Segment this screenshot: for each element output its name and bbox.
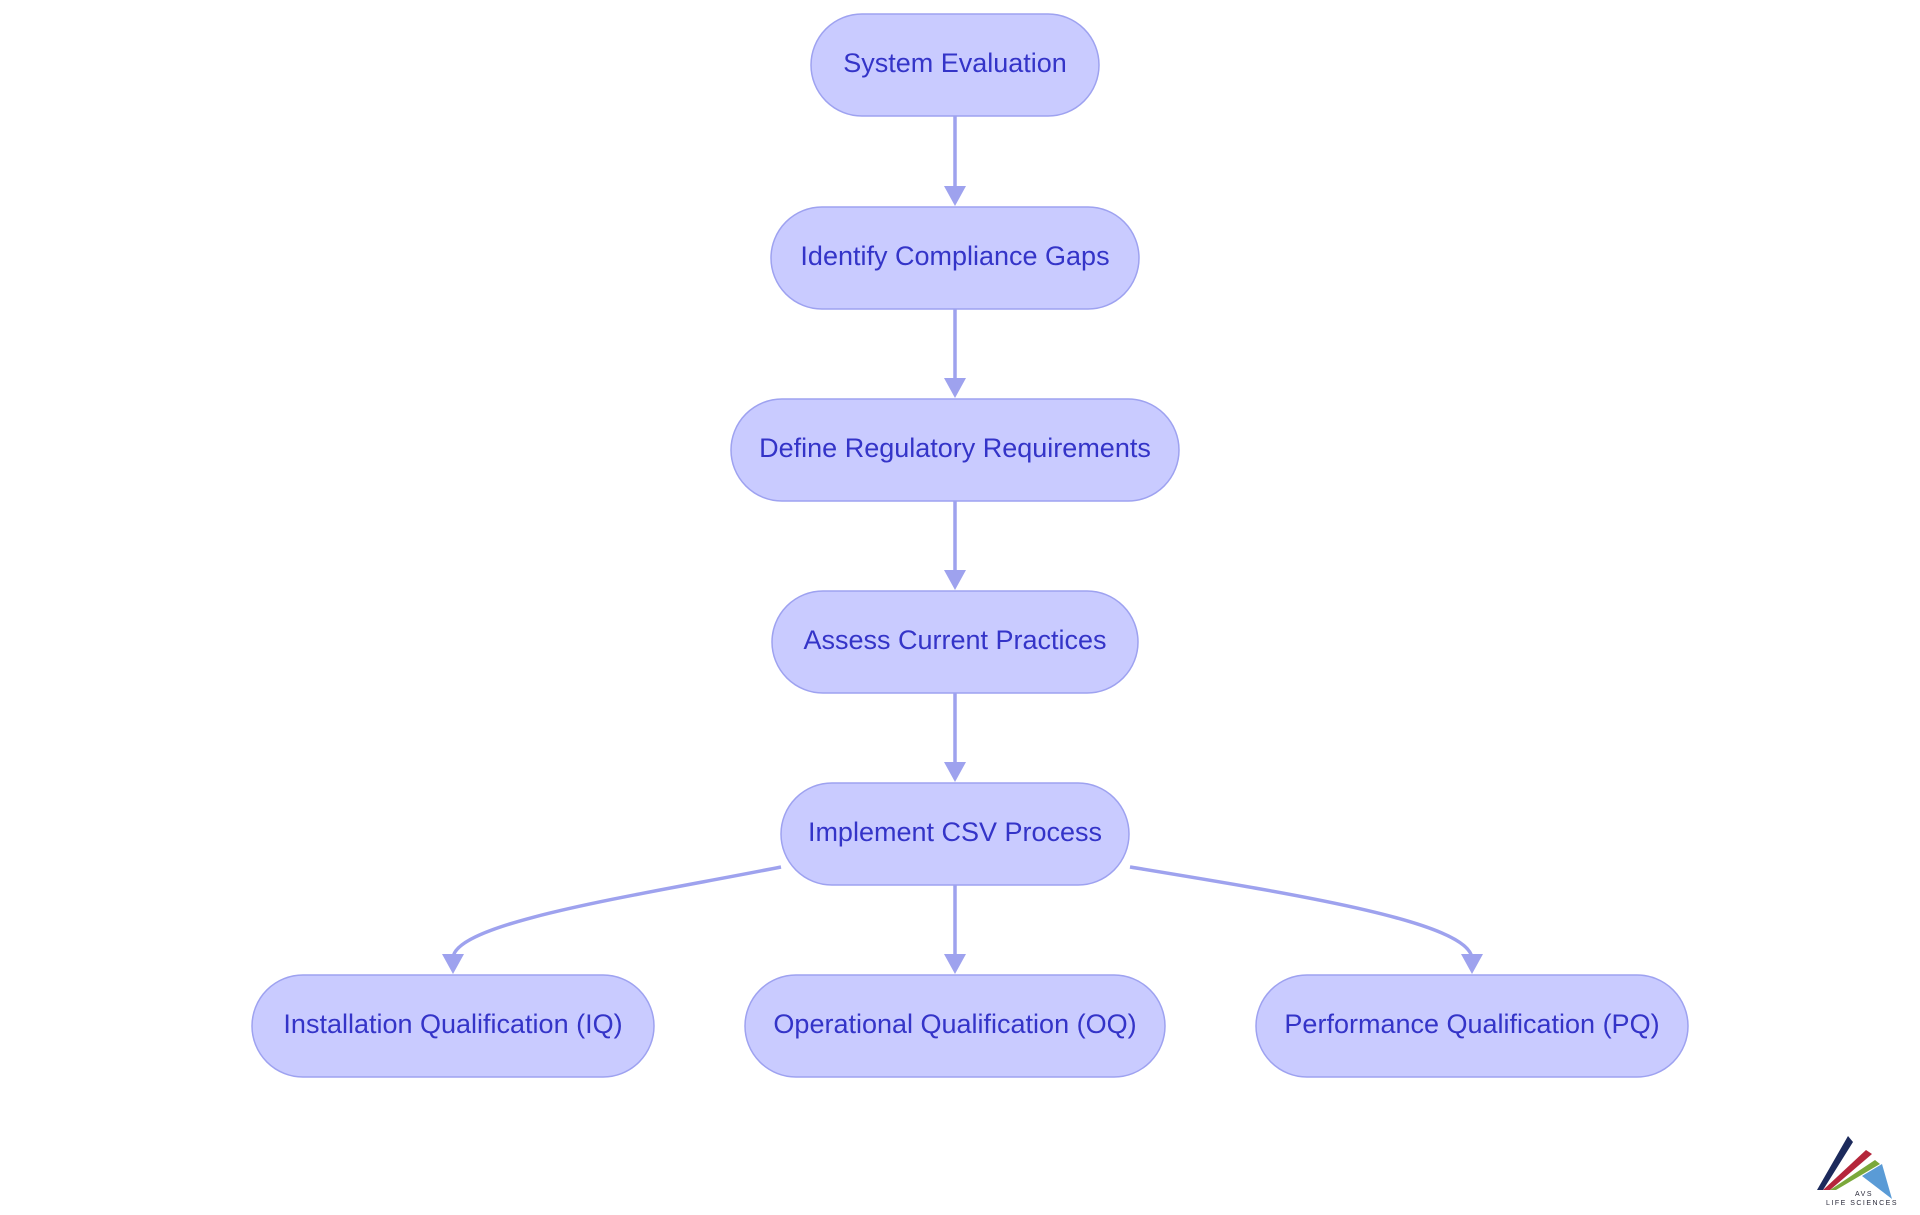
node-label: Installation Qualification (IQ) — [283, 1009, 622, 1039]
node-identify-compliance-gaps: Identify Compliance Gaps — [770, 206, 1140, 310]
logo-blue-triangle — [1862, 1164, 1892, 1199]
node-assess-current-practices: Assess Current Practices — [771, 590, 1139, 694]
node-label: Operational Qualification (OQ) — [773, 1009, 1136, 1039]
node-label: Define Regulatory Requirements — [759, 433, 1151, 463]
edge-implement-csv-process-to-installation-qualification — [451, 865, 782, 959]
logo-red-stripe — [1823, 1150, 1872, 1190]
avs-life-sciences-logo: AVS LIFE SCIENCES — [1817, 1136, 1898, 1207]
logo-text-line2: LIFE SCIENCES — [1826, 1200, 1898, 1207]
node-implement-csv-process: Implement CSV Process — [780, 782, 1130, 886]
arrow-head-6 — [944, 954, 966, 974]
node-define-regulatory-requirements: Define Regulatory Requirements — [730, 398, 1180, 502]
arrow-head-4 — [944, 762, 966, 782]
node-system-evaluation: System Evaluation — [810, 13, 1100, 117]
node-label: System Evaluation — [843, 48, 1067, 78]
node-label: Implement CSV Process — [808, 817, 1102, 847]
node-operational-qualification: Operational Qualification (OQ) — [744, 974, 1166, 1078]
arrow-head-7 — [1461, 954, 1483, 974]
node-performance-qualification: Performance Qualification (PQ) — [1255, 974, 1689, 1078]
logo-green-stripe — [1830, 1160, 1880, 1190]
arrow-head-1 — [944, 186, 966, 206]
node-label: Identify Compliance Gaps — [800, 241, 1109, 271]
node-label: Assess Current Practices — [803, 625, 1106, 655]
arrow-head-2 — [944, 378, 966, 398]
node-label: Performance Qualification (PQ) — [1284, 1009, 1659, 1039]
edges — [442, 116, 1483, 974]
edge-implement-csv-process-to-performance-qualification — [1129, 865, 1474, 959]
node-installation-qualification: Installation Qualification (IQ) — [251, 974, 655, 1078]
arrow-head-3 — [944, 570, 966, 590]
logo-text-line1: AVS — [1855, 1191, 1873, 1198]
arrow-head-5 — [442, 954, 464, 974]
logo-navy-stripe — [1817, 1136, 1853, 1190]
